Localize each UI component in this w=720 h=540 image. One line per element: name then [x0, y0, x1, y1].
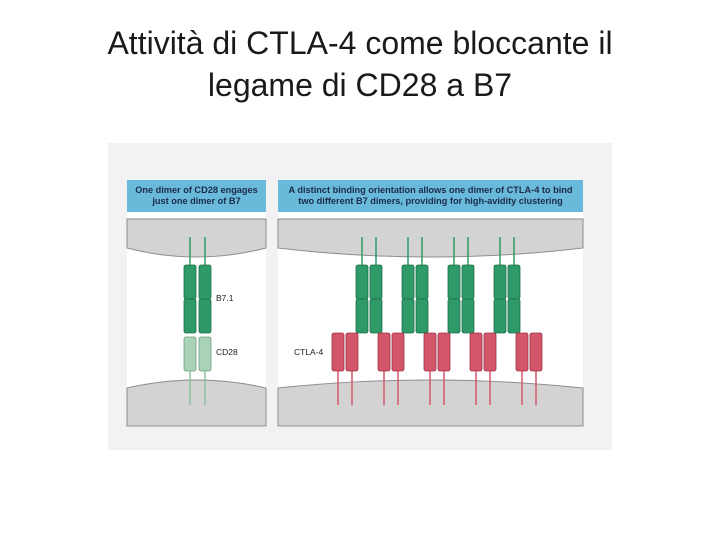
title-line-2: legame di CD28 a B7	[207, 67, 513, 103]
cd28-domain	[198, 336, 212, 372]
b7-domain	[507, 264, 521, 300]
ctla4-dimer	[423, 332, 451, 405]
cd28-domain	[183, 336, 197, 372]
ctla4-domain	[483, 332, 497, 372]
b7-domain	[447, 298, 461, 334]
right-caption-line-1: A distinct binding orientation allows on…	[289, 185, 573, 195]
ctla4-domain	[529, 332, 543, 372]
b7-domain	[507, 298, 521, 334]
ctla4-domain	[423, 332, 437, 372]
b7-domain	[183, 264, 197, 300]
b7-domain	[461, 264, 475, 300]
b7-dimer	[355, 237, 383, 334]
b7-domain	[401, 264, 415, 300]
ctla4-label: CTLA-4	[294, 347, 324, 357]
b7-dimer	[493, 237, 521, 334]
left-caption-box	[127, 180, 266, 212]
ctla4-domain	[515, 332, 529, 372]
ctla4-dimer	[377, 332, 405, 405]
ctla4-domain	[331, 332, 345, 372]
right-panel: A distinct binding orientation allows on…	[277, 180, 584, 427]
b7-domain	[183, 298, 197, 334]
b7-domain	[401, 298, 415, 334]
ctla4-dimer	[331, 332, 359, 405]
ctla4-domain	[437, 332, 451, 372]
ctla4-dimer	[515, 332, 543, 405]
right-caption-box	[278, 180, 583, 212]
b7-domain	[198, 264, 212, 300]
b7-domain	[415, 298, 429, 334]
ctla4-domain	[469, 332, 483, 372]
cd28-label: CD28	[216, 347, 238, 357]
b7-domain	[447, 264, 461, 300]
b7-label: B7.1	[216, 293, 234, 303]
b7-domain	[198, 298, 212, 334]
right-caption-line-2: two different B7 dimers, providing for h…	[298, 196, 562, 206]
title-line-1: Attività di CTLA-4 come bloccante il	[107, 25, 613, 61]
b7-domain	[415, 264, 429, 300]
ctla4-domain	[377, 332, 391, 372]
b7-dimer	[183, 237, 212, 334]
b7-dimer	[447, 237, 475, 334]
left-top-membrane	[126, 218, 267, 258]
b7-domain	[461, 298, 475, 334]
b7-domain	[493, 298, 507, 334]
b7-domain	[493, 264, 507, 300]
b7-domain	[355, 264, 369, 300]
b7-dimer-row	[355, 237, 521, 334]
b7-domain	[369, 264, 383, 300]
b7-domain	[369, 298, 383, 334]
left-bottom-membrane	[126, 379, 267, 427]
b7-domain	[355, 298, 369, 334]
left-caption-line-2: just one dimer of B7	[151, 196, 240, 206]
cd28-ctla4-figure: One dimer of CD28 engages just one dimer…	[108, 143, 612, 450]
ctla4-dimer	[469, 332, 497, 405]
ctla4-domain	[345, 332, 359, 372]
figure-canvas: One dimer of CD28 engages just one dimer…	[126, 180, 584, 427]
slide-title: Attività di CTLA-4 come bloccante il leg…	[40, 22, 680, 106]
b7-dimer	[401, 237, 429, 334]
ctla4-domain	[391, 332, 405, 372]
cd28-dimer	[183, 336, 212, 405]
left-caption-line-1: One dimer of CD28 engages	[135, 185, 258, 195]
left-panel: One dimer of CD28 engages just one dimer…	[126, 180, 267, 427]
right-top-membrane	[277, 218, 584, 258]
ctla4-dimer-row	[331, 332, 543, 405]
